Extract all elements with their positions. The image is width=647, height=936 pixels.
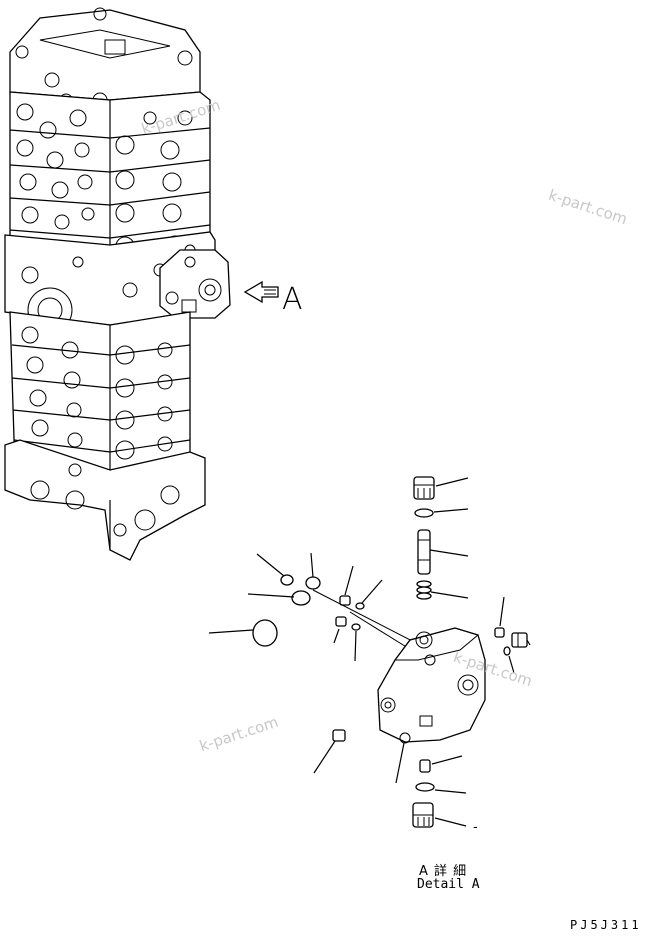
fitting-right	[511, 632, 528, 648]
plug-top	[413, 476, 435, 500]
plug-small-2	[335, 616, 347, 627]
valve-body	[377, 627, 486, 744]
o-ring-small-4	[351, 623, 361, 631]
plug-small-1	[339, 595, 351, 606]
o-ring-right	[503, 646, 511, 656]
seal-large	[252, 619, 278, 647]
section-a-valve	[159, 249, 231, 319]
control-valve-assembly	[4, 7, 231, 561]
leader-dash: -	[473, 820, 478, 835]
o-ring-top	[414, 508, 434, 518]
plug-left	[332, 729, 346, 742]
o-ring-small-1	[280, 574, 294, 586]
detail-a-exploded-view	[208, 476, 531, 828]
view-label: A	[282, 282, 303, 317]
leader-lines	[208, 477, 531, 827]
o-ring-small-2	[305, 576, 321, 590]
o-ring-small-3	[355, 602, 365, 610]
o-ring-medium	[291, 590, 311, 606]
detail-title-en: Detail A	[417, 877, 480, 892]
view-arrow	[243, 280, 279, 304]
top-cover	[9, 7, 201, 108]
plug-bottom-small	[419, 759, 431, 773]
valve-spool	[417, 529, 431, 575]
drawing-code: PJ5J311	[570, 918, 642, 932]
spring	[416, 580, 432, 600]
detail-title-jp: A 詳 細	[419, 864, 468, 879]
plug-bottom	[412, 802, 434, 828]
base-block	[4, 439, 206, 561]
o-ring-bottom	[415, 782, 435, 792]
plug-right-small	[494, 627, 505, 638]
